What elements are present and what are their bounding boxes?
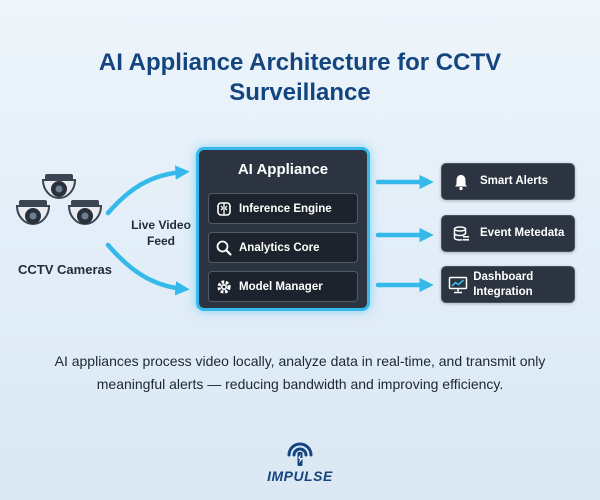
brand-name: IMPULSE bbox=[267, 468, 333, 484]
inference-engine-row: Inference Engine bbox=[208, 193, 358, 224]
description-text: AI appliances process video locally, ana… bbox=[54, 353, 546, 392]
gear-icon bbox=[209, 272, 239, 301]
arrow-cameras-to-model bbox=[105, 242, 190, 296]
dome-camera-icon bbox=[15, 200, 51, 225]
appliance-title: AI Appliance bbox=[237, 161, 329, 178]
database-icon bbox=[442, 225, 480, 243]
model-manager-row: Model Manager bbox=[208, 271, 358, 302]
dashboard-integration-label: Dashboard Integration bbox=[473, 270, 534, 298]
dashboard-integration-box: Dashboard Integration bbox=[441, 266, 575, 303]
brain-chip-icon bbox=[209, 194, 239, 223]
impulse-logo-icon bbox=[287, 442, 313, 466]
magnifier-icon bbox=[209, 233, 239, 262]
bell-icon bbox=[442, 173, 480, 191]
inference-engine-label: Inference Engine bbox=[239, 202, 332, 215]
smart-alerts-box: Smart Alerts bbox=[441, 163, 575, 200]
event-metadata-box: Event Metedata bbox=[441, 215, 575, 252]
dome-camera-icon bbox=[67, 200, 103, 225]
event-metadata-label: Event Metedata bbox=[480, 227, 565, 239]
page-title: AI Appliance Architecture for CCTV Surve… bbox=[98, 49, 502, 106]
arrow-cameras-to-inference bbox=[105, 165, 190, 216]
cameras-label: CCTV Cameras bbox=[18, 262, 112, 277]
cctv-cameras-icon bbox=[15, 174, 103, 225]
monitor-chart-icon bbox=[442, 276, 473, 294]
dome-camera-icon bbox=[41, 174, 77, 199]
model-manager-label: Model Manager bbox=[239, 280, 323, 293]
smart-alerts-label: Smart Alerts bbox=[480, 175, 548, 187]
analytics-core-row: Analytics Core bbox=[208, 232, 358, 263]
analytics-core-label: Analytics Core bbox=[239, 241, 320, 254]
live-video-feed-label: Live Video Feed bbox=[131, 218, 191, 248]
ai-appliance-box: AI Appliance Inference Engine Analytics … bbox=[196, 147, 370, 311]
